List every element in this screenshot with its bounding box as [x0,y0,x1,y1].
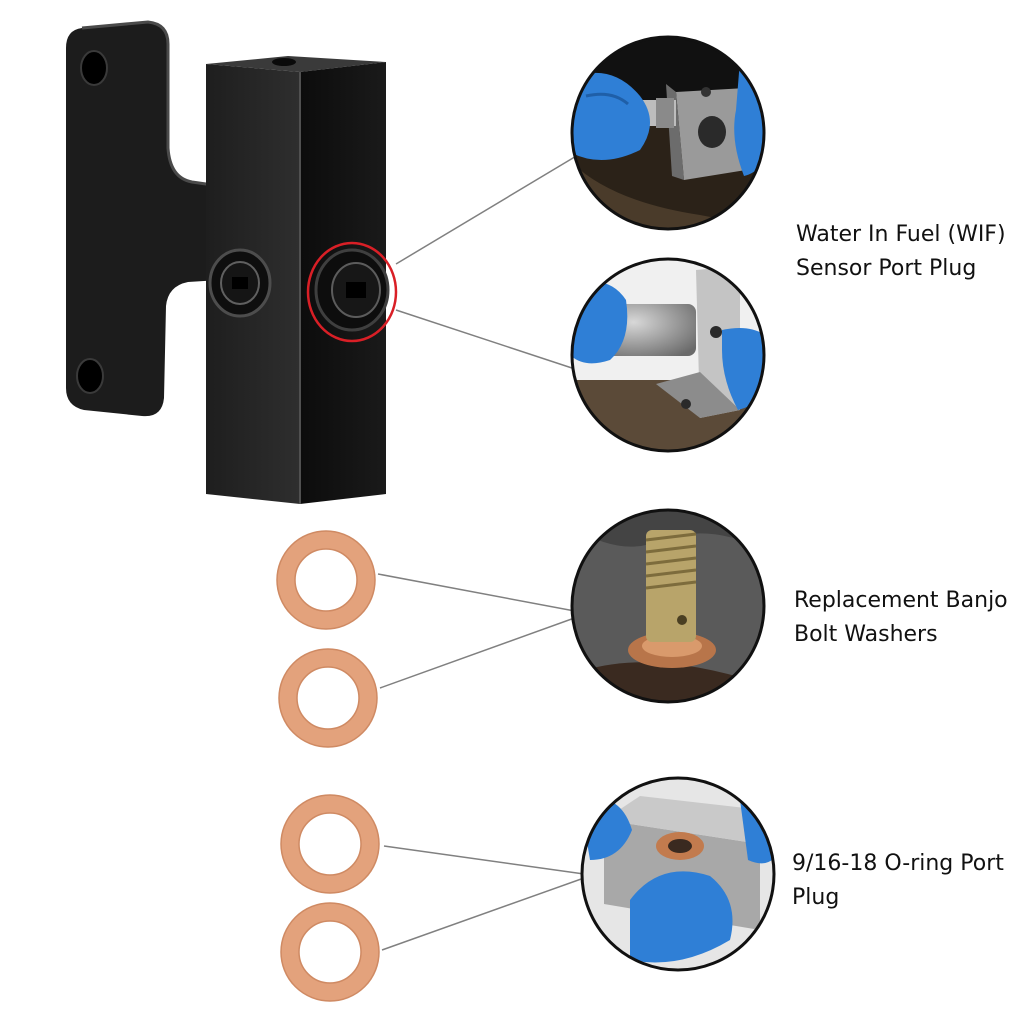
block-top-face [206,56,386,72]
leader-wif-top [395,154,579,265]
leader-washer-4 [381,877,585,951]
bracket-plate [66,22,220,417]
label-banjo-bolt-washers: Replacement Banjo Bolt Washers [794,584,1008,652]
bracket-plate-edge [81,20,221,188]
wif-bracket [66,20,398,504]
block-top-port [272,58,296,66]
leader-washer-2 [379,615,581,689]
leader-lines [377,154,585,951]
label-wif-sensor-port-plug: Water In Fuel (WIF) Sensor Port Plug [796,218,1006,286]
photo-wif-plug-removal [570,35,766,231]
wif-highlight-ring [306,241,398,343]
label-oring-port-plug: 9/16-18 O-ring Port Plug [792,847,1004,915]
photo-oring-port-plug [580,776,776,972]
photo-banjo-bolt [570,508,766,704]
washer-4 [281,903,379,1001]
leader-washer-1 [377,573,581,613]
label-oring-line2: Plug [792,885,840,910]
wif-port-plug [314,248,390,332]
mount-hole-bottom [76,358,104,394]
copper-washers [277,531,379,1001]
mount-hole-top [80,50,108,86]
label-oring-line1: 9/16-18 O-ring Port [792,851,1004,876]
label-banjo-line2: Bolt Washers [794,622,938,647]
washer-3 [281,795,379,893]
washer-2 [279,649,377,747]
label-wif-line1: Water In Fuel (WIF) [796,222,1006,247]
front-port-plug [208,248,272,318]
label-wif-line2: Sensor Port Plug [796,256,977,281]
washer-1 [277,531,375,629]
photo-wif-port-tool [570,257,766,453]
leader-washer-3 [383,845,585,875]
label-banjo-line1: Replacement Banjo [794,588,1008,613]
leader-wif-bottom [395,309,579,371]
